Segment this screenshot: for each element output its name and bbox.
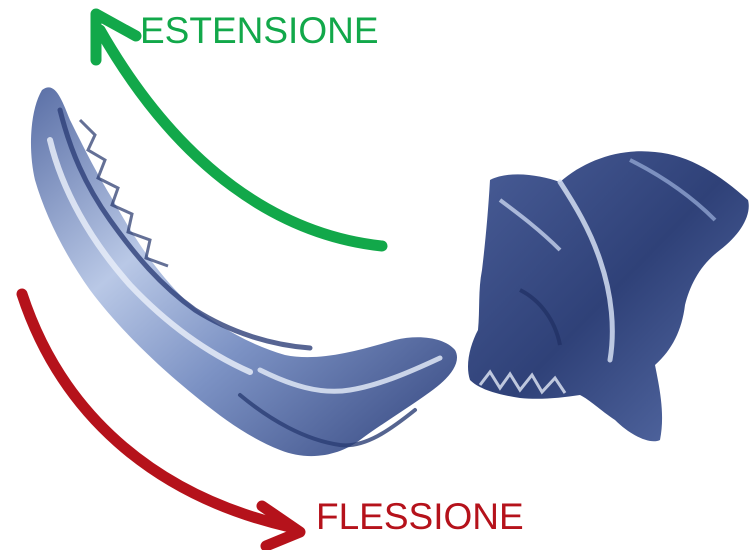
right-bone-fragment [468,151,749,441]
extension-label: ESTENSIONE [140,12,379,49]
flexion-label: FLESSIONE [316,498,524,535]
left-bone-fragment [31,87,457,456]
